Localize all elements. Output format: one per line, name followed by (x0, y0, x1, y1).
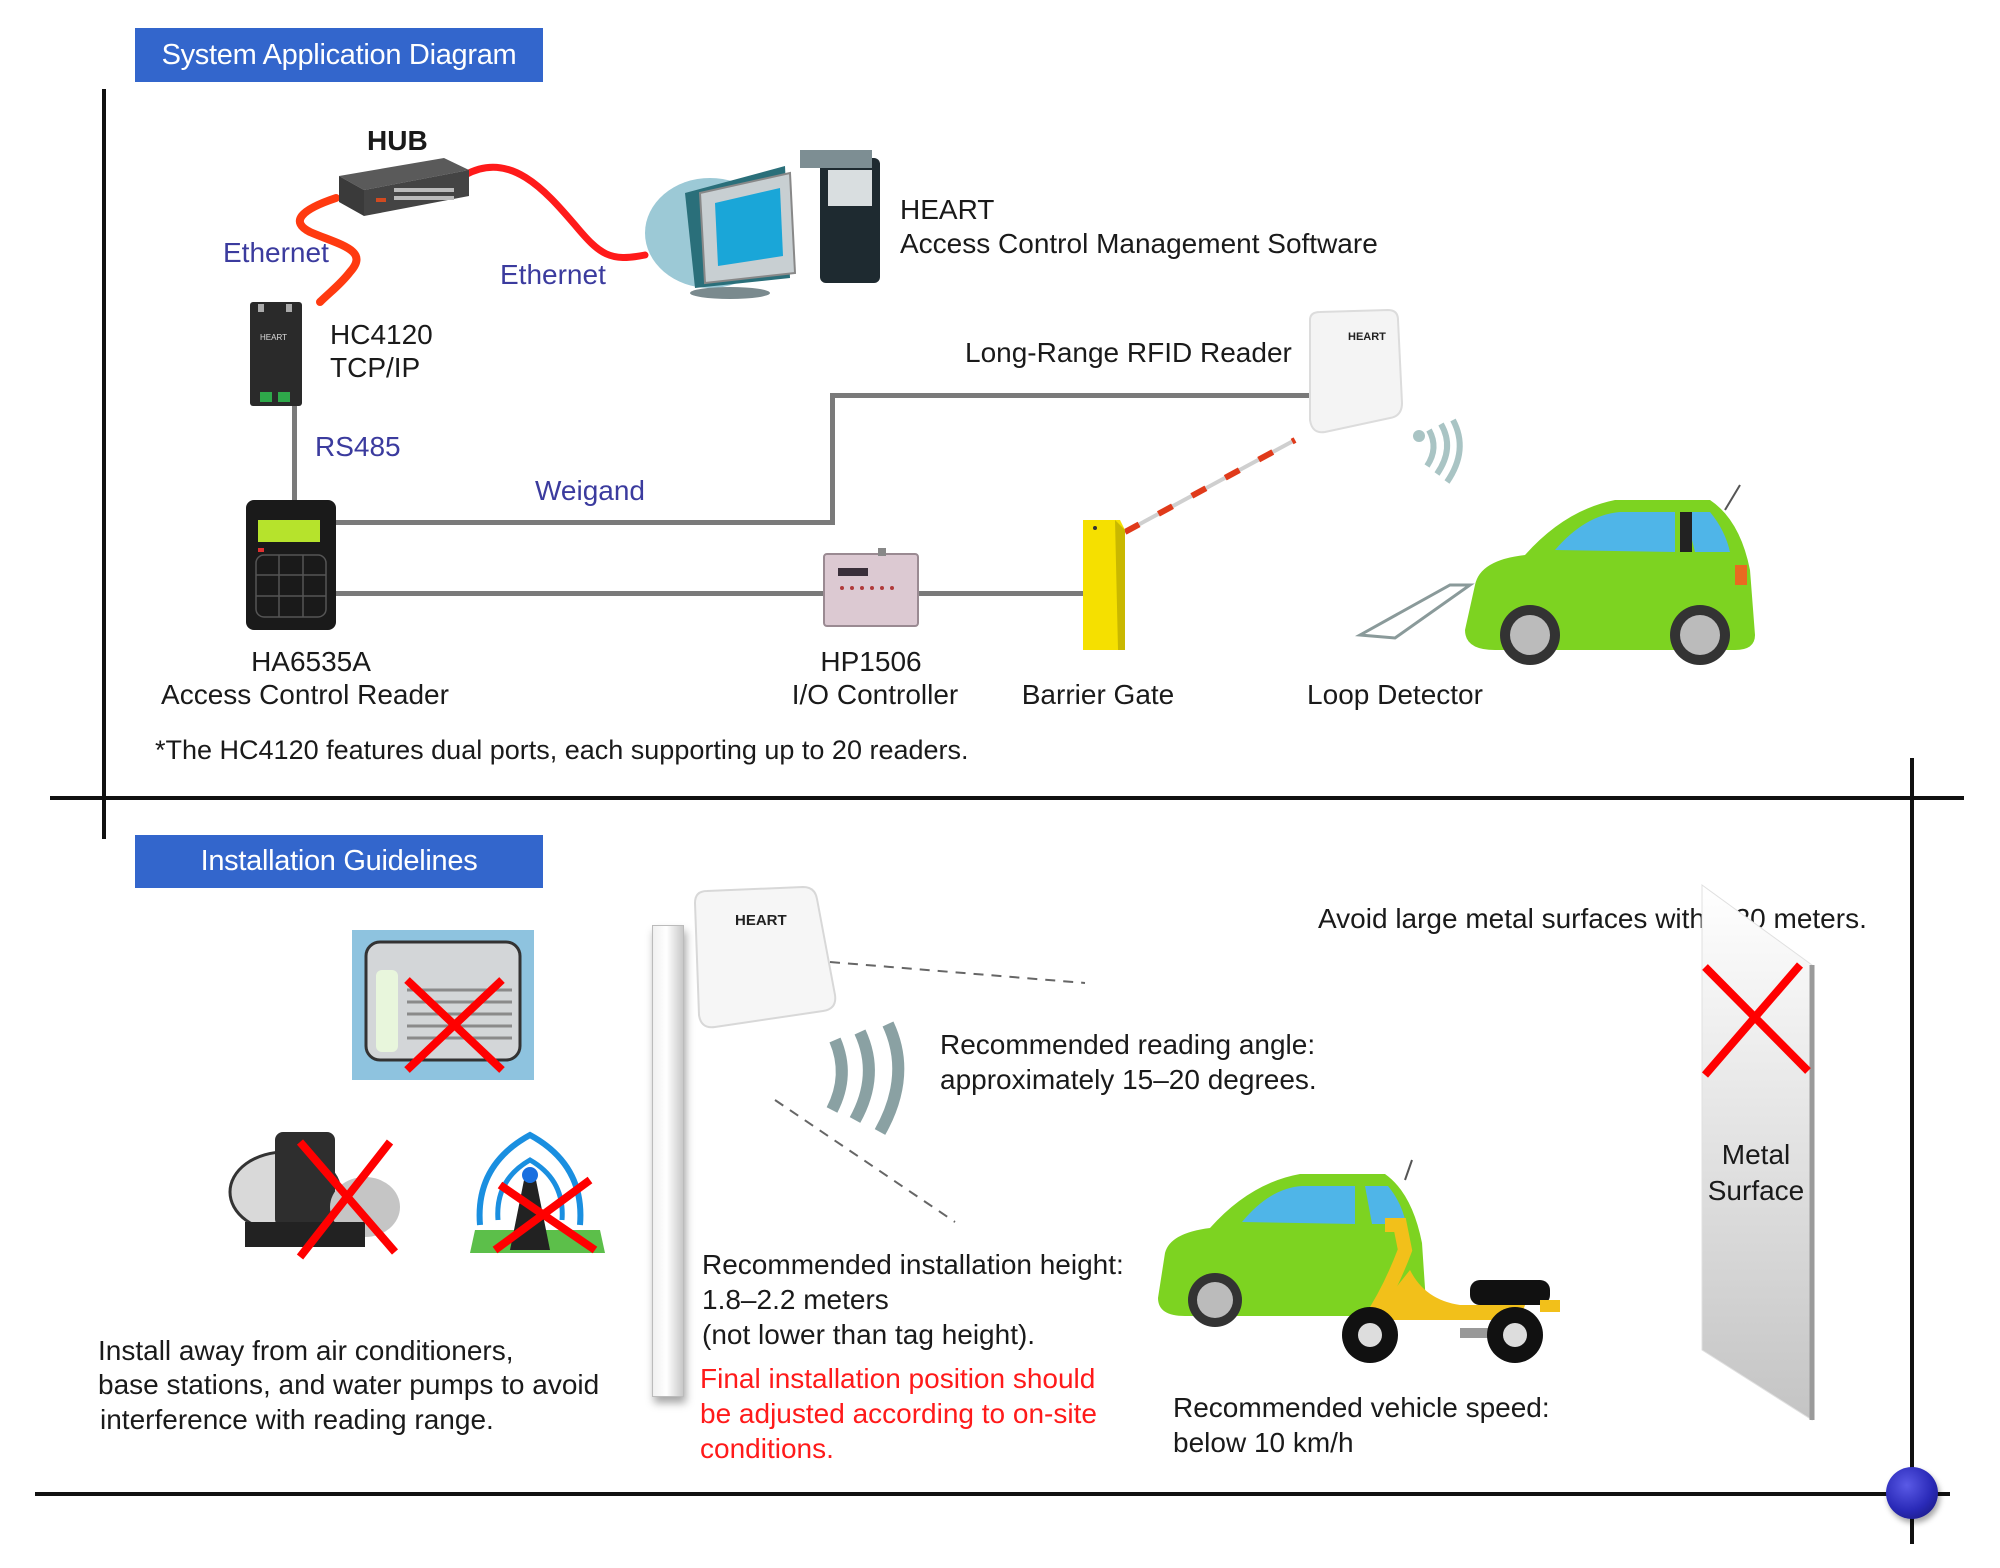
hp1506-model: HP1506 (820, 646, 922, 677)
metal-surface-label-2: Surface (1707, 1175, 1805, 1206)
ha6535a-desc: Access Control Reader (161, 679, 449, 710)
scooter-icon (1342, 1218, 1560, 1363)
rfid-reader-icon: HEART (1309, 308, 1404, 434)
hc4120-device-icon: HEART (250, 302, 302, 406)
svg-text:HEART: HEART (260, 333, 287, 342)
interference-note-2: base stations, and water pumps to avoid (98, 1369, 600, 1400)
hp1506-controller-icon (823, 548, 919, 627)
weigand-wire-vertical (830, 393, 835, 525)
interference-note-1: Install away from air conditioners, (98, 1335, 514, 1366)
frame-divider (50, 796, 1964, 800)
rfid-reader-brand: HEART (1348, 331, 1386, 343)
hc4120-protocol: TCP/IP (330, 352, 421, 383)
installation-guidelines-header: Installation Guidelines (135, 835, 543, 888)
io-wire-right (918, 591, 1085, 596)
ethernet-cable-right (461, 163, 649, 261)
install-height-3: (not lower than tag height). (702, 1319, 1036, 1350)
metal-surface-label-1: Metal (1721, 1139, 1791, 1170)
loop-detector-label: Loop Detector (1307, 679, 1483, 710)
software-name: Access Control Management Software (900, 228, 1378, 259)
hub-icon (339, 158, 469, 216)
hc4120-model: HC4120 (330, 319, 433, 350)
install-height-1: Recommended installation height: (702, 1249, 1124, 1280)
car-icon (1465, 484, 1755, 665)
water-pump-icon (228, 1132, 400, 1260)
frame-bottom (35, 1492, 1950, 1496)
system-diagram-title: System Application Diagram (161, 38, 517, 71)
io-wire-left (335, 591, 825, 596)
weigand-wire-horizontal (335, 520, 835, 525)
installation-guidelines-title: Installation Guidelines (200, 845, 478, 877)
computer-icon (645, 150, 880, 299)
hub-label: HUB (367, 125, 428, 156)
hp1506-desc: I/O Controller (791, 679, 959, 710)
barrier-gate-icon (1083, 437, 1297, 650)
wireless-signal-icon (1413, 418, 1463, 484)
ethernet-cables (295, 163, 649, 306)
corner-ball-icon (1886, 1467, 1938, 1519)
rs485-wire (292, 405, 297, 502)
ha6535a-model: HA6535A (251, 646, 371, 677)
install-car-icon (1158, 1159, 1426, 1327)
weigand-wire-top (830, 393, 1310, 398)
metal-surface-icon (1701, 884, 1815, 1421)
loop-detector-icon (1354, 583, 1475, 640)
final-position-warning-3: conditions. (700, 1433, 834, 1464)
final-position-warning-1: Final installation position should (700, 1363, 1096, 1394)
footnote: *The HC4120 features dual ports, each su… (155, 735, 969, 765)
reading-angle-1: Recommended reading angle: (940, 1029, 1316, 1060)
interference-note-3: interference with reading range. (100, 1404, 494, 1435)
system-diagram-header: System Application Diagram (135, 28, 543, 82)
rfid-reader-label: Long-Range RFID Reader (965, 337, 1292, 368)
final-position-warning-2: be adjusted according to on-site (700, 1398, 1097, 1429)
weigand-label: Weigand (535, 475, 646, 506)
ethernet-cable-left (295, 194, 361, 306)
frame-left-vertical (102, 89, 106, 839)
mounting-pole (652, 925, 684, 1397)
vehicle-speed-1: Recommended vehicle speed: (1173, 1392, 1550, 1423)
software-brand: HEART (900, 194, 995, 225)
rs485-label: RS485 (315, 431, 401, 462)
ethernet-label-right: Ethernet (500, 259, 606, 290)
reading-angle-2: approximately 15–20 degrees. (940, 1064, 1317, 1095)
metal-warning: Avoid large metal surfaces within 20 met… (1318, 903, 1867, 934)
install-signal-icon (826, 1021, 905, 1135)
base-station-icon (470, 1131, 605, 1254)
ha6535a-reader-icon (246, 500, 336, 630)
ethernet-label-left: Ethernet (223, 237, 329, 268)
frame-right-vertical (1910, 758, 1914, 1544)
install-rfid-reader-icon: HEART (693, 885, 837, 1029)
install-reader-brand: HEART (735, 912, 787, 929)
install-height-2: 1.8–2.2 meters (702, 1284, 889, 1315)
barrier-gate-label: Barrier Gate (1021, 679, 1175, 710)
vehicle-speed-2: below 10 km/h (1173, 1427, 1354, 1458)
air-conditioner-icon (352, 930, 534, 1080)
